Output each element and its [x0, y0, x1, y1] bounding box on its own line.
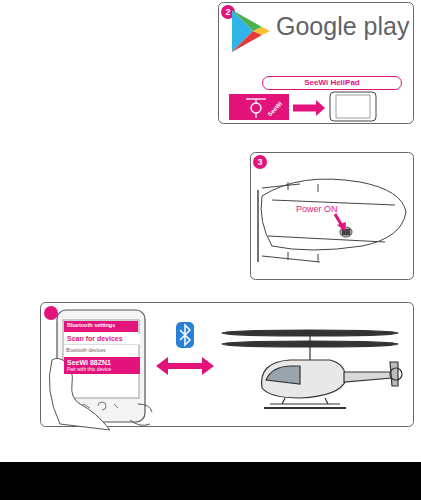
app-icon-label: SeeWi — [259, 93, 292, 126]
node-text: SeeWi HeliPad — [304, 78, 360, 87]
node-subtext: Pair with this device — [67, 367, 137, 373]
label-text: Bluetooth devices — [66, 348, 105, 353]
menu-row: Scan for devices — [64, 334, 140, 345]
arrow-head — [156, 357, 214, 375]
callout-circle — [253, 155, 267, 169]
node-text: Scan for devices — [67, 335, 137, 343]
footer-bar — [0, 462, 421, 500]
helicopter-underside — [258, 179, 406, 262]
node-text: SeeWi — [266, 100, 284, 118]
callout-number: 3 — [257, 158, 262, 167]
callout-circle — [44, 306, 58, 320]
node-text: SeeWi 88ZN1 — [67, 359, 137, 367]
bluetooth-rune — [180, 325, 190, 345]
callout-number: 2 — [225, 8, 230, 17]
label-text: Power ON — [296, 205, 338, 214]
arrow-head — [316, 100, 325, 116]
search-field: SeeWi HeliPad — [262, 76, 402, 90]
google-play-logo — [232, 10, 270, 52]
helicopter — [222, 330, 402, 408]
menu-row: SeeWi 88ZN1Pair with this device — [64, 357, 140, 374]
phone-screen — [336, 95, 370, 118]
app-helicopter — [246, 99, 266, 118]
double-arrow — [166, 363, 204, 369]
arrow-head — [337, 222, 346, 231]
app-icon — [229, 94, 289, 120]
panel-frame — [251, 153, 414, 280]
fingers — [130, 404, 152, 425]
phone-outline — [330, 92, 376, 121]
panel-frame — [41, 303, 414, 427]
bluetooth-icon — [176, 322, 194, 348]
panel-frame — [219, 3, 414, 124]
transfer-arrow — [293, 105, 317, 112]
label-text: Google play — [276, 14, 409, 39]
label-text: Bluetooth settings — [67, 323, 115, 329]
